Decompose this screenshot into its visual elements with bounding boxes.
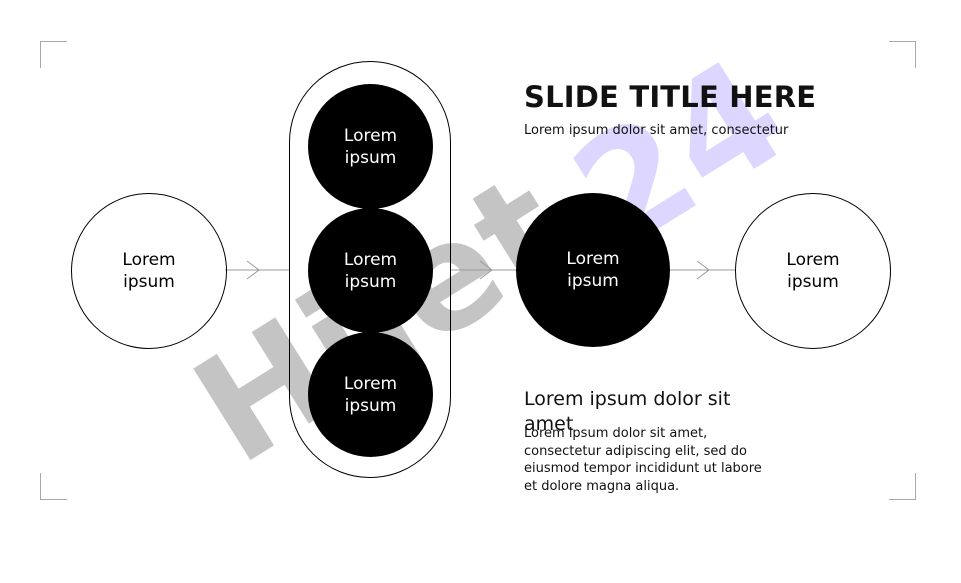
- node-left: Lorem ipsum: [71, 193, 227, 349]
- node-stack-top-label: Lorem ipsum: [343, 125, 398, 168]
- arrow-chevron-icon-1: [246, 260, 260, 280]
- node-stack-middle: Lorem ipsum: [308, 208, 433, 333]
- node-stack-bottom: Lorem ipsum: [308, 332, 433, 457]
- node-right: Lorem ipsum: [735, 193, 891, 349]
- corner-bracket-top-left: [40, 41, 67, 68]
- stack-pill-frame: [289, 61, 451, 478]
- corner-bracket-bottom-right: [889, 473, 916, 500]
- corner-bracket-top-right: [889, 41, 916, 68]
- arrow-chevron-icon-3: [696, 260, 710, 280]
- node-stack-bottom-label: Lorem ipsum: [343, 373, 398, 416]
- corner-bracket-bottom-left: [40, 473, 67, 500]
- connector-lines: [225, 260, 735, 280]
- node-stack-top: Lorem ipsum: [308, 84, 433, 209]
- section-heading: Lorem ipsum dolor sit amet: [524, 388, 731, 435]
- node-center: Lorem ipsum: [516, 193, 670, 347]
- node-center-label: Lorem ipsum: [566, 249, 620, 291]
- node-left-label: Lorem ipsum: [122, 250, 176, 292]
- node-right-label: Lorem ipsum: [786, 250, 840, 292]
- section-body-text: Lorem ipsum dolor sit amet, consectetur …: [524, 426, 762, 494]
- slide-subtitle: Lorem ipsum dolor sit amet, consectetur: [524, 123, 789, 138]
- node-stack-middle-label: Lorem ipsum: [343, 249, 398, 292]
- arrow-chevron-icon-2: [479, 260, 493, 280]
- slide-title: SLIDE TITLE HERE: [524, 80, 817, 114]
